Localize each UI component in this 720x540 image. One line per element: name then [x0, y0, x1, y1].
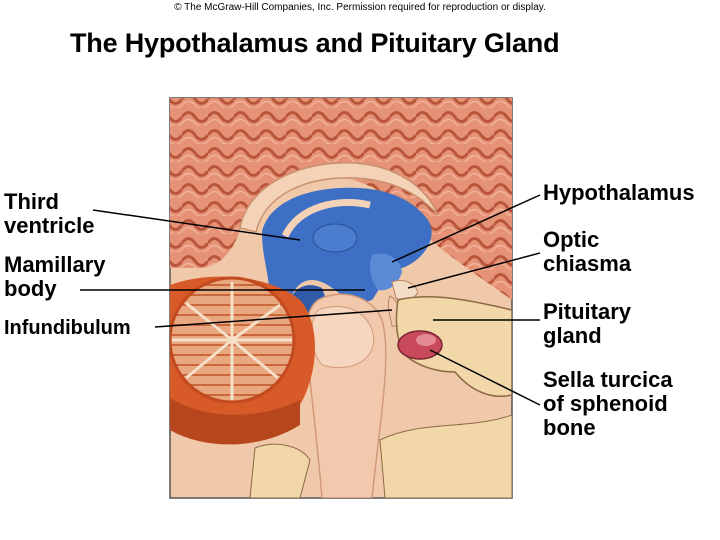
- leader-infundibulum: [154, 309, 393, 328]
- label-infundibulum: Infundibulum: [4, 317, 131, 339]
- label-pituitary-gland: Pituitary gland: [543, 299, 632, 348]
- skull-base: [379, 414, 512, 498]
- leader-lines: [80, 194, 541, 406]
- label-third-ventricle: Third ventricle: [4, 189, 95, 238]
- label-hypothalamus: Hypothalamus: [543, 180, 695, 205]
- leader-optic-chiasma: [407, 252, 541, 289]
- thalamus: [312, 223, 358, 253]
- leader-hypothalamus: [391, 194, 541, 263]
- leader-third-ventricle: [92, 209, 301, 241]
- label-optic-chiasma: Optic chiasma: [543, 227, 632, 276]
- third-ventricle-region: [262, 187, 432, 350]
- leader-sella-turcica: [429, 349, 541, 406]
- copyright-notice: © The McGraw-Hill Companies, Inc. Permis…: [174, 2, 546, 13]
- diagram-title: The Hypothalamus and Pituitary Gland: [70, 28, 560, 58]
- label-sella-turcica: Sella turcica of sphenoid bone: [543, 367, 673, 440]
- corpus-callosum: [239, 162, 439, 233]
- cerebral-cortex: [170, 98, 512, 300]
- fornix: [281, 199, 371, 238]
- label-mamillary-body: Mamillary body: [4, 252, 106, 301]
